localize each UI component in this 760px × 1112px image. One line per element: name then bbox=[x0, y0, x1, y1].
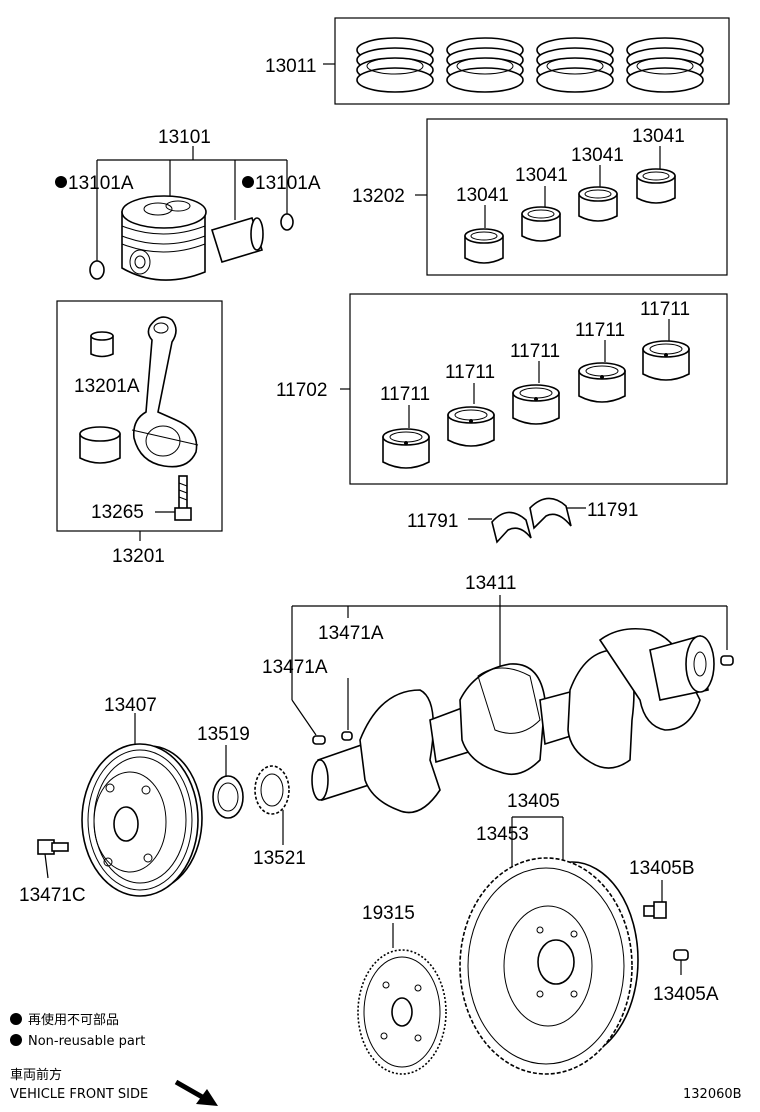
label-13041-c: 13041 bbox=[571, 145, 624, 166]
label-11711-e: 11711 bbox=[640, 299, 690, 320]
label-11791-left: 11791 bbox=[407, 511, 458, 532]
non-reusable-bullet-icon bbox=[55, 176, 67, 188]
label-13471A-lower: 13471A bbox=[262, 657, 328, 678]
label-13041-b: 13041 bbox=[515, 165, 568, 186]
label-13202: 13202 bbox=[352, 186, 405, 207]
flywheel bbox=[459, 816, 689, 1075]
label-13471C: 13471C bbox=[19, 885, 86, 906]
label-13521: 13521 bbox=[253, 848, 306, 869]
legend-bullet-en: Non-reusable part bbox=[28, 1034, 145, 1049]
legend-bullet-icon bbox=[10, 1013, 22, 1025]
label-13453: 13453 bbox=[476, 824, 529, 845]
label-13201A: 13201A bbox=[74, 376, 140, 397]
label-11791-right: 11791 bbox=[587, 500, 638, 521]
label-11711-c: 11711 bbox=[510, 341, 560, 362]
crankshaft-bearing-set bbox=[340, 293, 728, 485]
label-13201: 13201 bbox=[112, 546, 165, 567]
front-arrow-icon bbox=[174, 1079, 218, 1106]
piston-ring-set bbox=[323, 17, 730, 105]
label-13101: 13101 bbox=[158, 127, 211, 148]
timing-rotor bbox=[357, 923, 447, 1075]
label-13405B: 13405B bbox=[629, 858, 695, 879]
non-reusable-bullet-icon bbox=[242, 176, 254, 188]
legend-bullet-icon bbox=[10, 1034, 22, 1046]
legend-front-jp: 車両前方 bbox=[10, 1067, 62, 1083]
legend-front-en: VEHICLE FRONT SIDE bbox=[10, 1087, 148, 1102]
connecting-rod-assembly bbox=[56, 300, 223, 541]
label-13407: 13407 bbox=[104, 695, 157, 716]
label-11702: 11702 bbox=[276, 380, 327, 401]
connecting-rod-bearing-set bbox=[415, 118, 728, 276]
label-13041-a: 13041 bbox=[456, 185, 509, 206]
label-13101A-left: 13101A bbox=[68, 173, 134, 194]
timing-sprockets bbox=[212, 745, 290, 845]
label-13265: 13265 bbox=[91, 502, 144, 523]
piston-assembly bbox=[89, 146, 294, 281]
label-13101A-right: 13101A bbox=[255, 173, 321, 194]
crankshaft-pulley bbox=[37, 713, 203, 897]
label-11711-a: 11711 bbox=[380, 384, 430, 405]
label-13519: 13519 bbox=[197, 724, 250, 745]
label-11711-b: 11711 bbox=[445, 362, 495, 383]
label-13471A-upper: 13471A bbox=[318, 623, 384, 644]
label-19315: 19315 bbox=[362, 903, 415, 924]
legend-bullet-jp: 再使用不可部品 bbox=[28, 1012, 119, 1028]
diagram-id: 132060B bbox=[683, 1087, 742, 1102]
label-13411: 13411 bbox=[465, 573, 516, 594]
label-13405: 13405 bbox=[507, 791, 560, 812]
label-11711-d: 11711 bbox=[575, 320, 625, 341]
crankshaft bbox=[291, 595, 734, 814]
label-13041-d: 13041 bbox=[632, 126, 685, 147]
label-13405A: 13405A bbox=[653, 984, 719, 1005]
label-13011: 13011 bbox=[265, 56, 316, 77]
thrust-washers bbox=[468, 497, 586, 544]
